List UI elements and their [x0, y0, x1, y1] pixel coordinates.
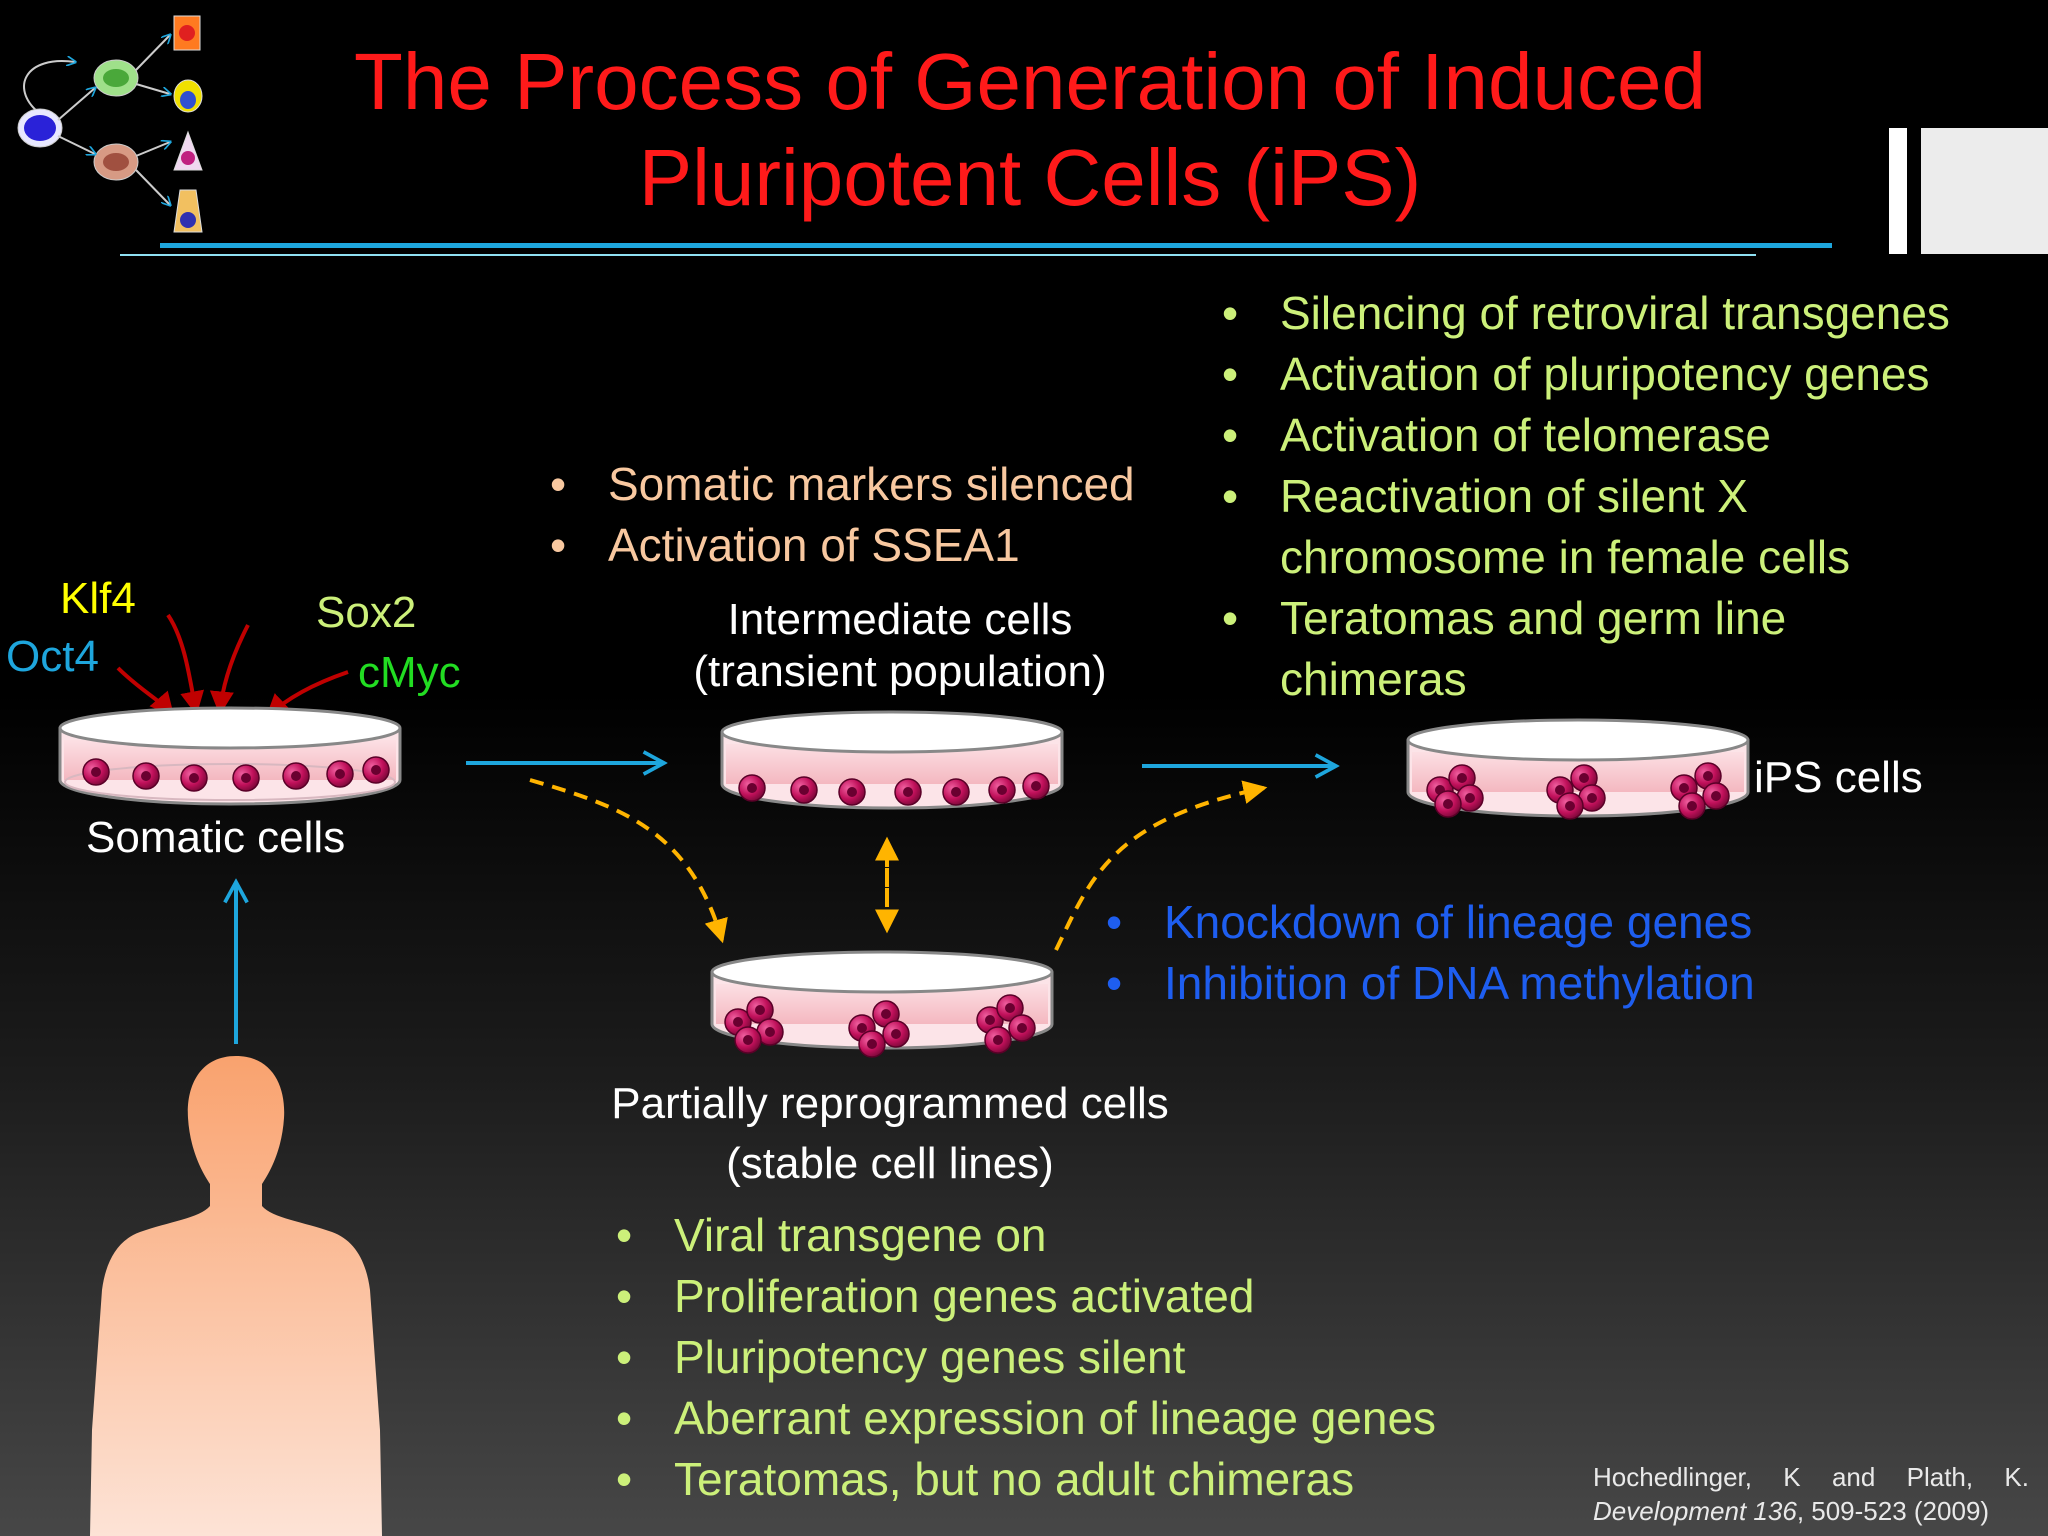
label-intermediate-line2: (transient population) [693, 647, 1107, 696]
human-silhouette-icon [90, 1056, 382, 1536]
ips-bullet-continuation: chromosome in female cells [1280, 531, 1851, 583]
partial-bullet-list: Viral transgene on Proliferation genes a… [606, 1205, 1436, 1510]
label-partial-line2: (stable cell lines) [726, 1139, 1054, 1188]
ips-bullet: Reactivation of silent X [1212, 466, 1950, 527]
title-line-1: The Process of Generation of Induced [354, 37, 1706, 126]
knockdown-bullet: Knockdown of lineage genes [1096, 892, 1755, 953]
ips-bullet-list: Silencing of retroviral transgenes Activ… [1212, 283, 1950, 710]
intermediate-bullet: Activation of SSEA1 [540, 515, 1135, 576]
factor-arrows [116, 613, 349, 719]
label-partial-cells: Partially reprogrammed cells (stable cel… [520, 1074, 1260, 1194]
dashed-arrow-partial-to-ips [1054, 780, 1268, 951]
citation-source: Development 136, 509-523 (2009) [1593, 1494, 2029, 1528]
label-intermediate-cells: Intermediate cells (transient population… [600, 594, 1200, 698]
intermediate-bullet-list: Somatic markers silenced Activation of S… [540, 454, 1135, 576]
factor-cmyc: cMyc [358, 648, 461, 697]
label-intermediate-line1: Intermediate cells [727, 595, 1073, 644]
citation-journal: Development 136 [1593, 1496, 1797, 1526]
intermediate-bullet: Somatic markers silenced [540, 454, 1135, 515]
title-line-2: Pluripotent Cells (iPS) [638, 133, 1422, 222]
citation-authors: Hochedlinger, K and Plath, K. [1593, 1462, 2029, 1492]
citation-pages: , 509-523 (2009) [1796, 1496, 1990, 1526]
partial-bullet: Teratomas, but no adult chimeras [606, 1449, 1436, 1510]
cell-lineage-icon [17, 15, 203, 233]
ips-bullet: Silencing of retroviral transgenes [1212, 283, 1950, 344]
slide-title: The Process of Generation of Induced Plu… [250, 34, 1810, 226]
citation: Hochedlinger, K and Plath, K. Developmen… [1593, 1460, 2029, 1528]
side-bar-grey [1921, 128, 2048, 254]
title-rule-cyan [120, 254, 1756, 256]
dashed-arrow-somatic-to-partial [529, 778, 728, 944]
label-somatic-cells: Somatic cells [86, 813, 346, 862]
ips-bullet: Activation of pluripotency genes [1212, 344, 1950, 405]
factor-oct4: Oct4 [6, 632, 99, 681]
label-ips-cells: iPS cells [1754, 753, 1923, 802]
somatic-dish [58, 706, 402, 806]
title-rule-blue [160, 243, 1832, 248]
knockdown-bullet-list: Knockdown of lineage genes Inhibition of… [1096, 892, 1755, 1014]
side-bar-white [1889, 128, 1907, 254]
knockdown-bullet: Inhibition of DNA methylation [1096, 953, 1755, 1014]
partial-dish [710, 950, 1054, 1058]
label-partial-line1: Partially reprogrammed cells [611, 1079, 1169, 1128]
factor-klf4: Klf4 [60, 574, 136, 623]
ips-bullet: Activation of telomerase [1212, 405, 1950, 466]
partial-bullet: Aberrant expression of lineage genes [606, 1388, 1436, 1449]
partial-bullet: Proliferation genes activated [606, 1266, 1436, 1327]
partial-bullet: Pluripotency genes silent [606, 1327, 1436, 1388]
ips-dish [1406, 718, 1750, 820]
intermediate-dish [720, 710, 1064, 810]
ips-bullet: Teratomas and germ line [1212, 588, 1950, 649]
ips-bullet-continuation: chimeras [1280, 653, 1467, 705]
factor-sox2: Sox2 [316, 588, 417, 637]
partial-bullet: Viral transgene on [606, 1205, 1436, 1266]
